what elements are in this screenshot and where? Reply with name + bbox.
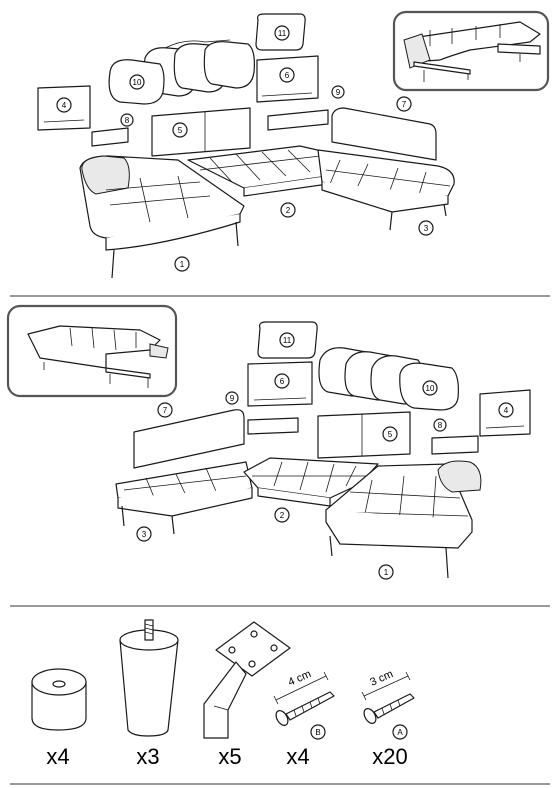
callout-4-b: 4 [504,406,509,415]
back-panel-6-b: 6 [247,361,313,407]
angled-leg-bracket-icon: x5 [203,621,291,769]
sofa-module-3: 3 [317,149,455,236]
qty-screw-b: x4 [286,744,309,769]
back-panel-6: 6 [256,55,319,103]
callout-11: 11 [278,29,287,38]
backrest-7-b: 7 [133,402,245,469]
sofa-module-1: 1 [79,155,245,279]
section-a: 11 10 6 4 8 [37,10,550,279]
cylinder-leg-icon: x3 [119,619,179,769]
length-screw-b: 4 cm [286,668,313,689]
callout-3-b: 3 [142,530,147,539]
preview-thumbnail-b [6,304,178,398]
armrest-pad-9-b: 9 [225,391,299,435]
back-cushions-10: 10 [108,39,255,105]
armrest-pad-8-b: 8 [431,418,479,455]
side-panel-4-b: 4 [479,389,531,437]
qty-angled-leg-bracket: x5 [218,744,241,769]
callout-10-b: 10 [426,384,435,393]
callout-2-b: 2 [280,511,285,520]
side-panel-4: 4 [37,85,91,131]
armrest-pad-8: 8 [91,113,134,147]
callout-9-b: 9 [230,394,235,403]
qty-foot-cap: x4 [46,744,69,769]
callout-6: 6 [285,71,290,80]
headrest-11-b: 11 [257,321,318,359]
callout-6-b: 6 [280,377,285,386]
screw-a-icon: 3 cm A x20 [361,668,415,769]
foot-cap-icon: x4 [31,668,87,769]
callout-1-b: 1 [384,568,389,577]
backrest-5: 5 [151,107,251,157]
qty-cylinder-leg: x3 [136,744,159,769]
sofa-module-1-b: 1 [325,460,482,580]
headrest-11: 11 [255,13,306,51]
screw-b-icon: 4 cm B x4 [273,668,335,769]
screw-a-label: A [397,728,403,737]
backrest-7: 7 [331,96,437,161]
callout-8: 8 [125,116,130,125]
callout-2: 2 [286,206,291,215]
callout-5: 5 [178,126,183,135]
backrest-5-b: 5 [317,411,411,459]
armrest-pad-9: 9 [267,85,345,131]
callout-3: 3 [424,224,429,233]
hardware-section: x4 x3 x5 4 cm [31,619,415,769]
callout-1: 1 [180,260,185,269]
callout-4: 4 [62,101,67,110]
callout-5-b: 5 [388,430,393,439]
screw-b-label: B [315,728,320,737]
back-cushions-10-b: 10 [318,347,459,411]
section-b: 11 6 10 4 8 [6,304,531,580]
preview-thumbnail-a [392,10,550,92]
sofa-module-3-b: 3 [115,461,253,542]
qty-screw-a: x20 [372,744,407,769]
callout-10: 10 [133,78,142,87]
sofa-module-2-b: 2 [243,457,379,523]
callout-7-b: 7 [163,406,168,415]
callout-9: 9 [336,88,341,97]
callout-8-b: 8 [438,421,443,430]
callout-11-b: 11 [283,336,292,345]
length-screw-a: 3 cm [368,668,395,689]
callout-7: 7 [402,100,407,109]
